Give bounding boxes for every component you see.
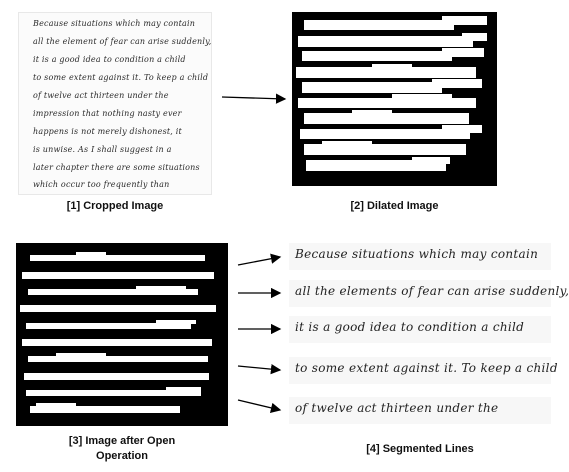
arrow-right-icon bbox=[237, 253, 282, 266]
segmented-line-text: to some extent against it. To keep a chi… bbox=[295, 361, 558, 375]
segmented-line: of twelve act thirteen under the bbox=[289, 397, 551, 424]
handwriting-line: later chapter there are some situations bbox=[33, 163, 200, 172]
arrow-right-icon bbox=[221, 93, 287, 104]
segmented-line: all the elements of fear can arise sudde… bbox=[289, 280, 569, 307]
handwriting-line: all the element of fear can arise sudden… bbox=[33, 37, 212, 46]
handwriting-line: happens is not merely dishonest, it bbox=[33, 127, 182, 136]
open-operation-image bbox=[16, 243, 228, 426]
segmented-line: it is a good idea to condition a child bbox=[289, 316, 551, 343]
segmented-line-text: all the elements of fear can arise sudde… bbox=[295, 284, 569, 298]
dilated-image bbox=[292, 12, 497, 186]
segmented-line-text: of twelve act thirteen under the bbox=[295, 401, 499, 415]
segmented-line: Because situations which may contain bbox=[289, 243, 551, 270]
caption-cropped: [1] Cropped Image bbox=[66, 200, 164, 212]
handwriting-line: which occur too frequently than bbox=[33, 180, 170, 189]
segmented-line: to some extent against it. To keep a chi… bbox=[289, 357, 557, 384]
handwriting-line: it is a good idea to condition a child bbox=[33, 55, 186, 64]
segmented-line-text: Because situations which may contain bbox=[295, 247, 539, 261]
dilated-blobs bbox=[296, 16, 487, 171]
handwriting-line: Because situations which may contain bbox=[33, 19, 196, 28]
open-blobs bbox=[20, 252, 216, 413]
handwriting-line: of twelve act thirteen under the bbox=[33, 91, 169, 100]
caption-open-line2: Operation bbox=[96, 450, 148, 462]
caption-open-line1: [3] Image after Open bbox=[68, 435, 176, 447]
handwriting-line: impression that nothing nasty ever bbox=[33, 109, 182, 118]
cropped-image: Because situations which may contain all… bbox=[18, 12, 212, 195]
handwriting-line: to some extent against it. To keep a chi… bbox=[33, 73, 209, 82]
segmented-line-text: it is a good idea to condition a child bbox=[295, 320, 525, 334]
arrow-right-icon bbox=[237, 399, 282, 413]
caption-segmented: [4] Segmented Lines bbox=[366, 443, 474, 455]
caption-dilated: [2] Dilated Image bbox=[350, 200, 439, 212]
arrow-right-icon bbox=[237, 363, 282, 375]
handwriting-line: is unwise. As I shall suggest in a bbox=[33, 145, 172, 154]
